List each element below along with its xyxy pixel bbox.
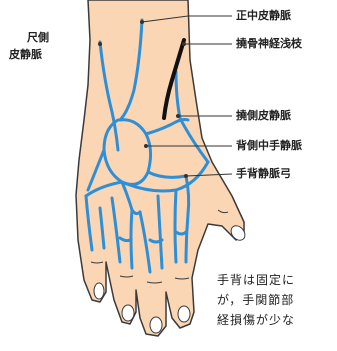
radial-vein-label: 撓側皮静脈 xyxy=(236,109,291,123)
dorsal-metacarpal-label: 背側中手静脈 xyxy=(236,139,302,153)
ring-nail xyxy=(122,305,134,321)
index-nail xyxy=(178,306,190,322)
middle-nail xyxy=(150,317,162,333)
median-vein-label: 正中皮静脈 xyxy=(236,9,291,23)
pinky-nail xyxy=(94,283,104,299)
dorsal-arch-label: 手背静脈弓 xyxy=(236,167,291,181)
radial-nerve-label: 撓骨神経浅枝 xyxy=(236,37,302,51)
ulnar-label-line1: 尺側 xyxy=(27,31,49,45)
text-fade xyxy=(318,268,337,351)
ulnar-label-line2: 皮静脈 xyxy=(9,48,42,62)
